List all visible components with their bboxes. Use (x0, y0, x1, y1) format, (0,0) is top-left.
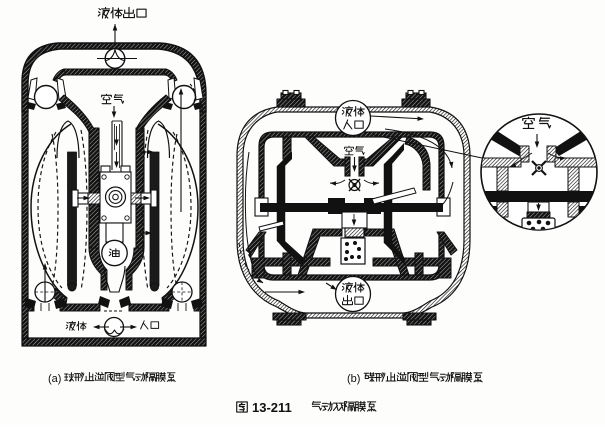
svg-text:(a): (a) (48, 373, 61, 385)
svg-text:13-211: 13-211 (252, 400, 292, 415)
svg-text:(b): (b) (347, 373, 360, 385)
